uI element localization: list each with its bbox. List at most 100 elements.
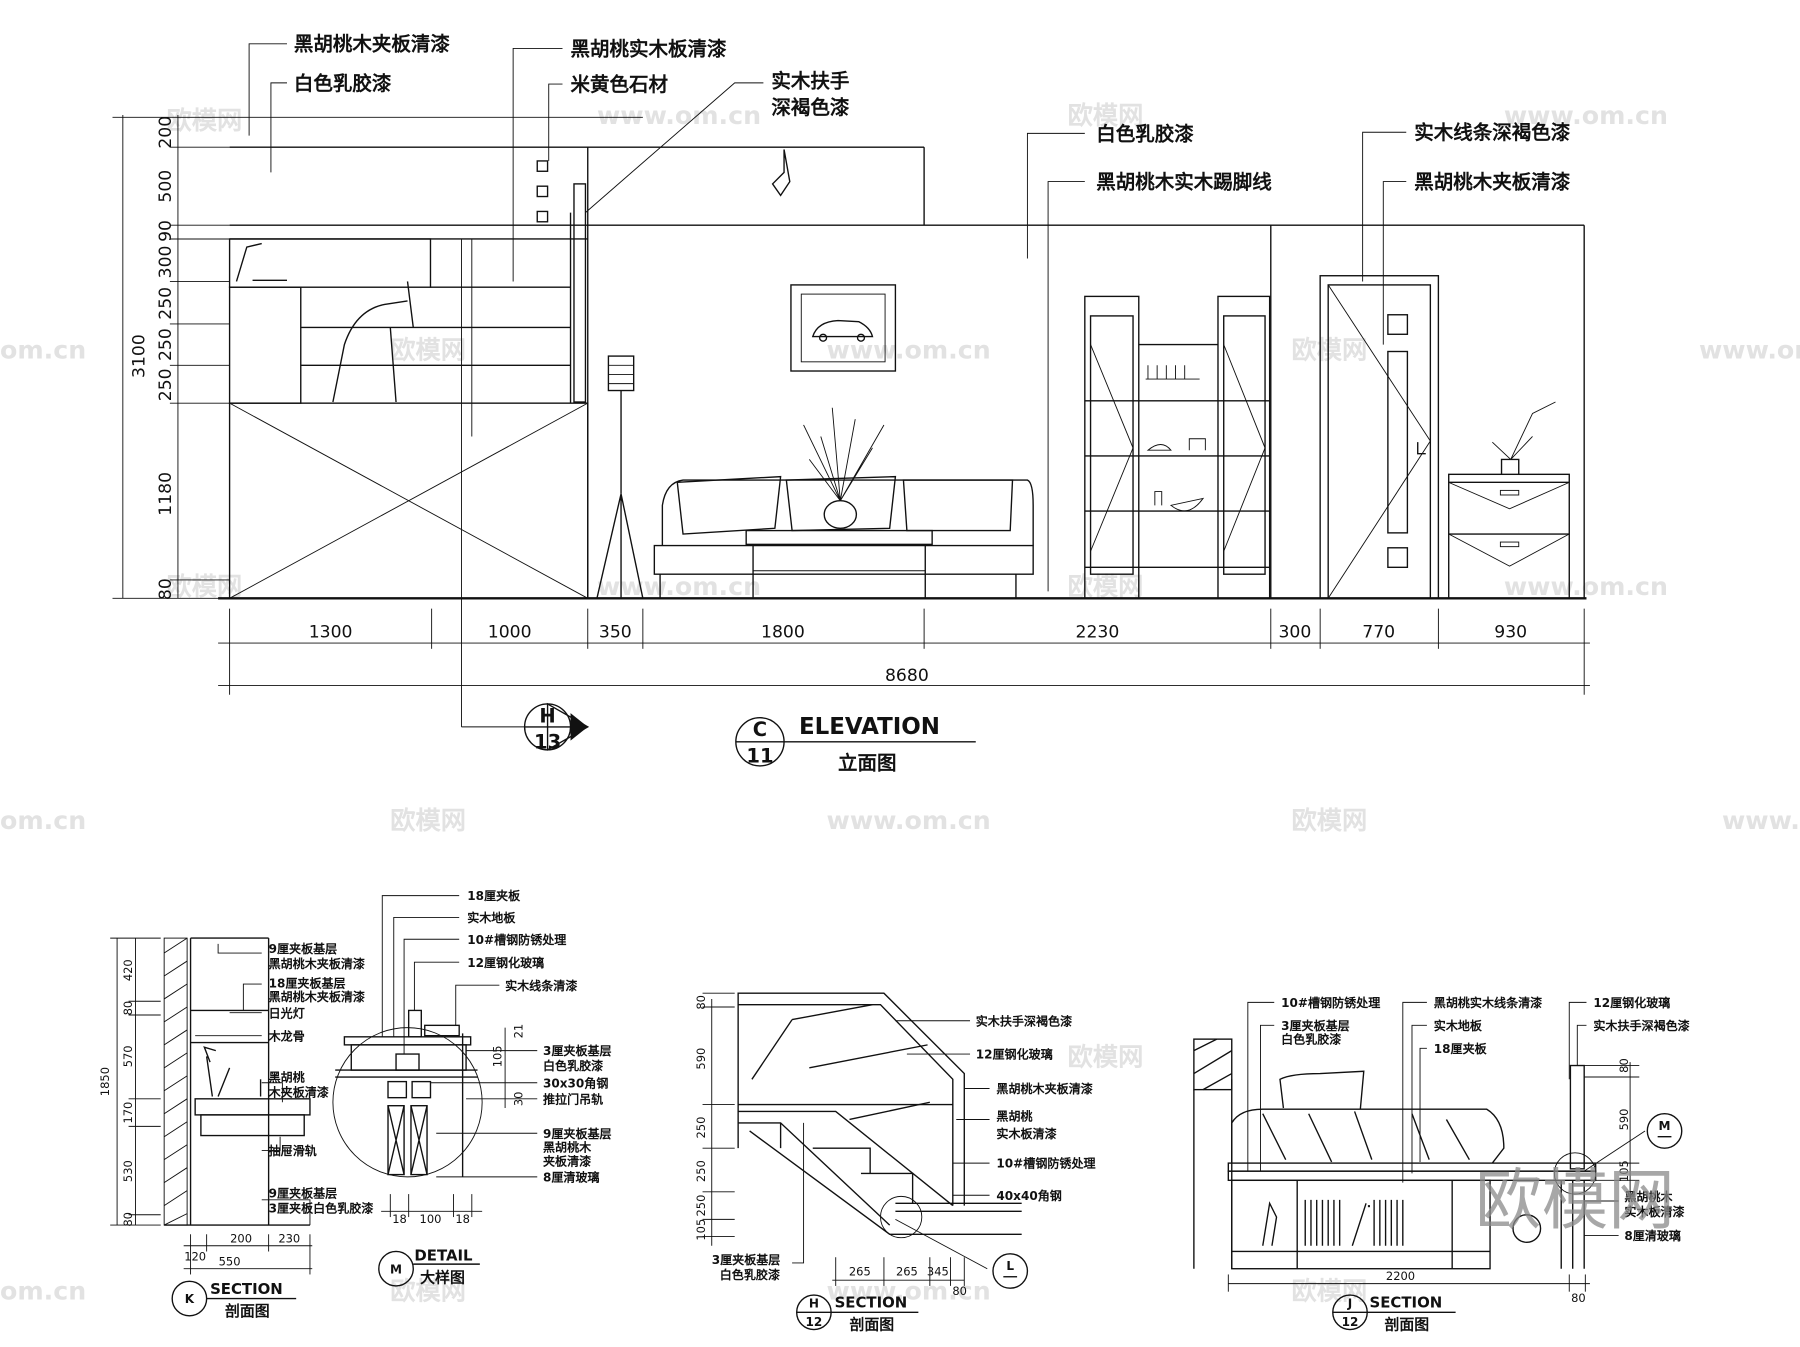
dim: 80 bbox=[156, 578, 176, 600]
dim: 250 bbox=[156, 368, 176, 401]
annotation: 18厘夹板基层 bbox=[269, 975, 346, 990]
section-k-drawing: 1850 420 80 570 170 530 80 200 230 120 5… bbox=[98, 937, 374, 1320]
annotation: 白色乳胶漆 bbox=[720, 1267, 780, 1282]
marker-letter: J bbox=[1347, 1297, 1352, 1311]
annotation: 白色乳胶漆 bbox=[294, 72, 392, 95]
drawing-title: SECTION bbox=[835, 1294, 908, 1312]
marker-letter: M bbox=[1659, 1119, 1671, 1133]
dim: 80 bbox=[1617, 1058, 1631, 1073]
dim: 250 bbox=[694, 1117, 708, 1139]
marker-letter: K bbox=[185, 1292, 195, 1306]
annotation: 黑胡桃实木线条清漆 bbox=[1434, 995, 1542, 1010]
annotation: 实木线条深褐色漆 bbox=[1414, 121, 1571, 144]
dim: 350 bbox=[599, 622, 632, 642]
annotation: 白色乳胶漆 bbox=[543, 1058, 603, 1073]
dim: 530 bbox=[121, 1160, 135, 1182]
annotation: 10#槽钢防锈处理 bbox=[467, 932, 566, 947]
marker-number: 12 bbox=[1342, 1315, 1359, 1329]
dim: 265 bbox=[896, 1265, 918, 1279]
annotation: 40x40角钢 bbox=[996, 1188, 1061, 1203]
watermark: 欧模网 bbox=[390, 1277, 466, 1306]
watermark: 欧模网 bbox=[166, 106, 242, 135]
dim: 200 bbox=[230, 1231, 252, 1245]
drawing-title: SECTION bbox=[210, 1280, 283, 1298]
dim: 18 bbox=[455, 1212, 470, 1226]
drawing-subtitle: 剖面图 bbox=[1384, 1316, 1429, 1334]
dim: 80 bbox=[121, 1212, 135, 1227]
dim: 120 bbox=[184, 1250, 206, 1264]
watermark: www.om.cn bbox=[597, 572, 761, 601]
annotation: 木夹板清漆 bbox=[268, 1085, 329, 1100]
drawing-subtitle: 立面图 bbox=[838, 751, 897, 774]
annotation: 实木地板 bbox=[1434, 1018, 1483, 1033]
drawing-title: DETAIL bbox=[414, 1247, 473, 1265]
annotation: 3厘夹板基层 bbox=[1281, 1018, 1350, 1033]
annotation: 推拉门吊轨 bbox=[543, 1091, 603, 1106]
annotation: 实木扶手深褐色漆 bbox=[1593, 1018, 1689, 1033]
dim: 200 bbox=[156, 116, 176, 149]
watermark: 欧模网 bbox=[390, 335, 466, 364]
dim: 105 bbox=[491, 1045, 505, 1067]
annotation: 黑胡桃木夹板清漆 bbox=[269, 956, 365, 971]
watermark: om.cn bbox=[0, 1277, 86, 1306]
annotation: 米黄色石材 bbox=[571, 73, 669, 96]
dim: 170 bbox=[121, 1102, 135, 1124]
dim: 2230 bbox=[1076, 622, 1120, 642]
marker-number: 11 bbox=[746, 744, 773, 767]
elevation-walls bbox=[218, 146, 1587, 727]
dim: 1800 bbox=[761, 622, 805, 642]
watermark: 欧模网 bbox=[390, 806, 466, 835]
dim: 2200 bbox=[1386, 1269, 1415, 1283]
ref-marker-l[interactable]: L bbox=[992, 1253, 1029, 1289]
annotation: 实木扶手 bbox=[771, 69, 849, 92]
section-h-title-block: H 12 SECTION 剖面图 bbox=[795, 1294, 919, 1334]
annotation: 18厘夹板 bbox=[1434, 1041, 1488, 1056]
elevation-title-block: C 11 ELEVATION 立面图 bbox=[735, 714, 976, 774]
detail-m-title-block: M DETAIL 大样图 bbox=[378, 1247, 480, 1287]
watermark-logo: 欧模网 bbox=[1475, 1161, 1675, 1239]
watermark: 欧模网 bbox=[1291, 1277, 1367, 1306]
watermark: www.om.cn bbox=[827, 335, 991, 364]
marker-letter: H bbox=[809, 1297, 819, 1311]
watermark: www.om.cn bbox=[1504, 101, 1668, 130]
section-marker-h13[interactable]: H 13 bbox=[461, 702, 590, 754]
annotation: 8厘清玻璃 bbox=[543, 1169, 600, 1184]
dim: 770 bbox=[1362, 622, 1395, 642]
ref-marker-m[interactable]: M bbox=[1646, 1113, 1683, 1149]
dim: 105 bbox=[1617, 1160, 1631, 1182]
annotation: 9厘夹板基层 bbox=[543, 1126, 612, 1141]
elevation-drawing: 3100 200 500 90 300 250 250 250 1180 80 bbox=[112, 33, 1590, 774]
dim: 30 bbox=[511, 1092, 525, 1107]
annotation: 木龙骨 bbox=[268, 1028, 305, 1043]
annotation: 夹板清漆 bbox=[543, 1153, 591, 1168]
watermark: om.cn bbox=[0, 335, 86, 364]
annotation: 白色乳胶漆 bbox=[1281, 1032, 1341, 1047]
dim: 300 bbox=[156, 246, 176, 279]
section-k-title-block: K SECTION 剖面图 bbox=[171, 1280, 297, 1320]
annotation: 3厘夹板白色乳胶漆 bbox=[269, 1200, 374, 1215]
annotation: 实木扶手深褐色漆 bbox=[976, 1013, 1072, 1028]
dim: 345 bbox=[927, 1265, 949, 1279]
dim: 550 bbox=[219, 1254, 241, 1268]
dim: 250 bbox=[694, 1160, 708, 1182]
dim-total-height: 1850 bbox=[98, 1067, 112, 1096]
dim: 100 bbox=[420, 1212, 442, 1226]
dim: 590 bbox=[1617, 1109, 1631, 1131]
dim: 1300 bbox=[309, 622, 353, 642]
annotation: 白色乳胶漆 bbox=[1096, 122, 1194, 145]
annotation: 黑胡桃木实木踢脚线 bbox=[1096, 170, 1272, 193]
display-shelf bbox=[1084, 295, 1271, 599]
watermark: 欧模网 bbox=[1068, 572, 1144, 601]
drawing-subtitle: 大样图 bbox=[420, 1268, 465, 1286]
dim: 420 bbox=[121, 959, 135, 981]
drawing-title: ELEVATION bbox=[799, 714, 940, 740]
dim: 80 bbox=[121, 1001, 135, 1016]
drawing-subtitle: 剖面图 bbox=[225, 1302, 270, 1320]
annotation: 实木地板 bbox=[467, 910, 516, 925]
watermark: www.om.cn bbox=[1504, 572, 1668, 601]
dim: 250 bbox=[694, 1195, 708, 1217]
annotation: 日光灯 bbox=[269, 1005, 305, 1020]
dim: 90 bbox=[156, 220, 176, 242]
annotation: 18厘夹板 bbox=[467, 888, 521, 903]
